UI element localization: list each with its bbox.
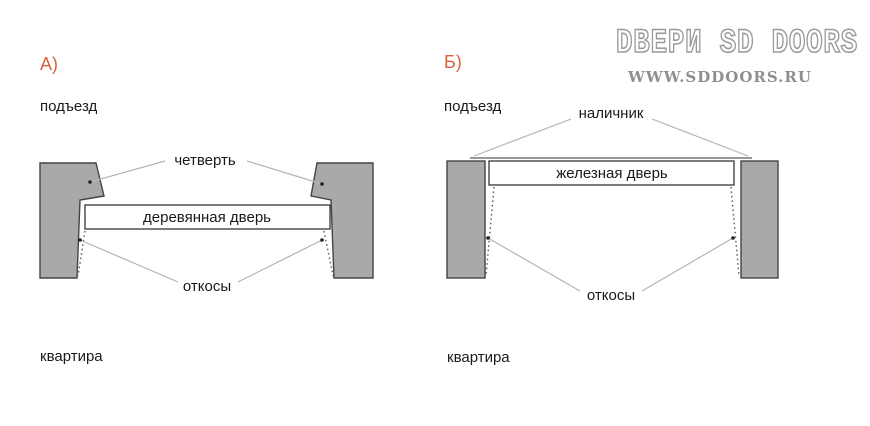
diagram-a-door-label: деревянная дверь <box>143 209 271 226</box>
watermark-site: WWW.SDDOORS.RU <box>627 68 812 86</box>
diagram-a-letter: А) <box>40 54 58 74</box>
diagram-b-trim-leader-left <box>473 118 572 157</box>
diagram-b-trim-label: наличник <box>579 105 644 122</box>
diagram-b-reveal-right <box>730 186 740 277</box>
diagram-b-door-label: железная дверь <box>556 165 668 182</box>
diagram-b-letter: Б) <box>444 52 462 72</box>
diagram-a: А) подъезд квартира деревянная дверь чет… <box>39 54 374 365</box>
diagram-b-right-wall <box>740 160 779 279</box>
diagram-b-reveal-leader-right <box>641 237 734 292</box>
diagram-a-left-wall <box>39 162 105 279</box>
diagram-a-reveal-right <box>323 230 334 277</box>
watermark-logo: DВЕРИ SD DOORS <box>616 25 858 63</box>
diagram-a-rebate-point-right <box>320 182 324 186</box>
diagram-b-door <box>488 160 735 186</box>
diagram-a-bottom-label: квартира <box>40 348 103 365</box>
diagram-b-top-label: подъезд <box>444 98 501 115</box>
diagram-a-rebate-point-left <box>88 180 92 184</box>
diagram-a-rebate-label: четверть <box>174 152 236 169</box>
diagram-b-reveal-point-right <box>731 236 735 240</box>
diagram-b-bottom-label: квартира <box>447 349 510 366</box>
diagram-b-trim-leader-right <box>651 118 749 157</box>
diagram-b-reveal-leader-left <box>487 237 581 292</box>
diagram-b: Б) подъезд квартира железная дверь налич… <box>444 52 779 366</box>
diagram-b-reveal-label: откосы <box>587 287 635 304</box>
diagram-a-right-wall <box>310 162 374 279</box>
diagram-a-rebate-leader-left <box>89 160 166 183</box>
diagram-a-reveal-point-left <box>78 238 82 242</box>
diagram-a-rebate-leader-right <box>246 160 323 185</box>
diagram-a-reveal-label: откосы <box>183 278 231 295</box>
diagram-a-reveal-left <box>77 230 86 277</box>
diagram-b-left-wall <box>446 160 486 279</box>
diagram-a-door <box>84 204 331 230</box>
diagram-a-reveal-point-right <box>320 238 324 242</box>
diagram-a-reveal-leader-left <box>79 239 179 283</box>
diagram-a-reveal-leader-right <box>237 239 323 283</box>
diagram-b-reveal-point-left <box>486 236 490 240</box>
diagram-b-reveal-left <box>485 186 495 277</box>
watermark: DВЕРИ SD DOORS WWW.SDDOORS.RU <box>615 24 858 86</box>
diagram-a-top-label: подъезд <box>40 98 97 115</box>
